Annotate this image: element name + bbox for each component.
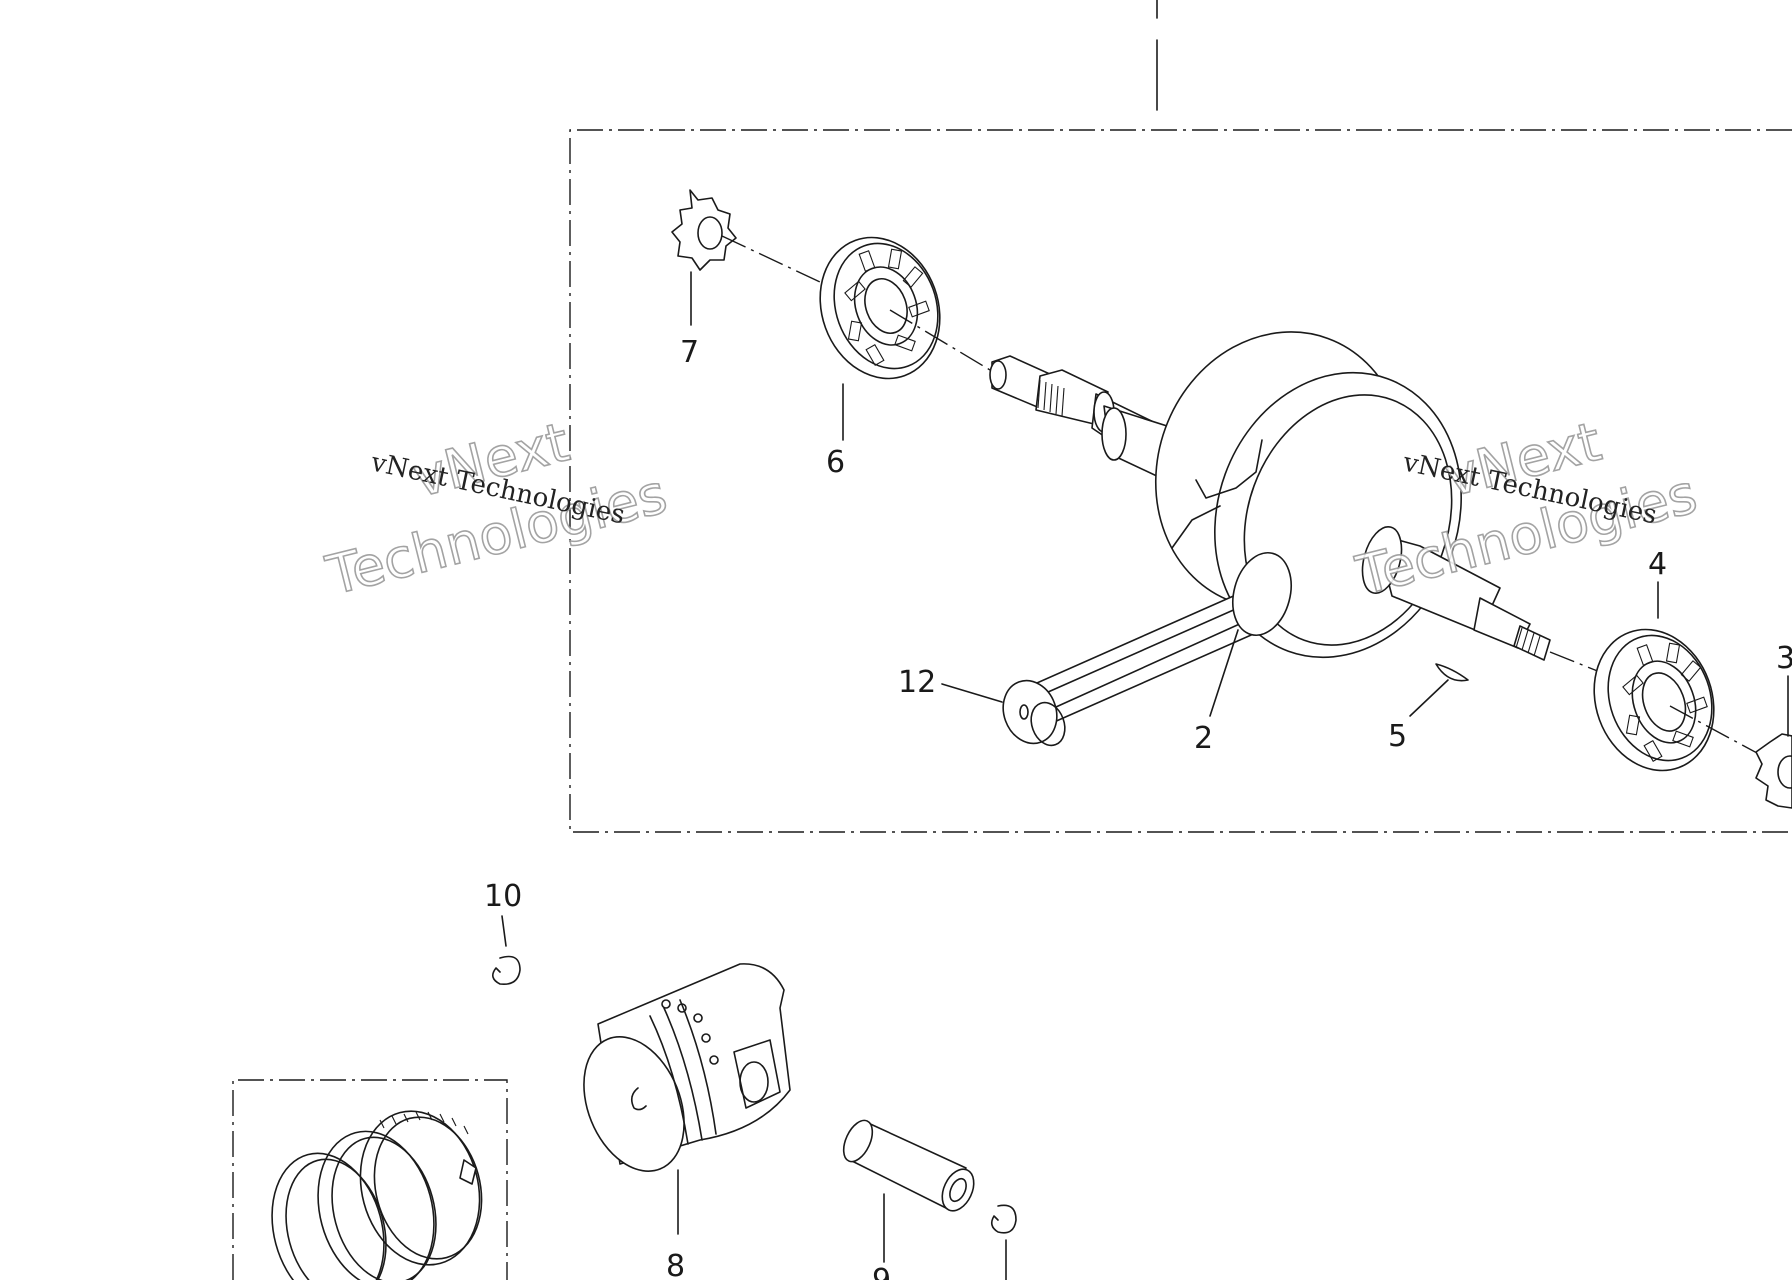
crankshaft-group-box — [569, 129, 1792, 833]
leader-10 — [501, 915, 507, 947]
crankshaft — [989, 331, 1551, 747]
callout-4: 4 — [1648, 547, 1667, 582]
callout-9: 9 — [872, 1263, 891, 1280]
callout-8: 8 — [666, 1249, 685, 1280]
piston-rings — [271, 1110, 483, 1280]
callout-3: 3 — [1776, 641, 1792, 676]
axis-line-left — [721, 235, 821, 283]
callout-12: 12 — [898, 665, 936, 700]
leader-2 — [1209, 629, 1239, 717]
callout-7: 7 — [680, 335, 699, 370]
circlip-upper — [492, 955, 521, 986]
leader-5 — [1409, 679, 1449, 717]
leader-12 — [941, 683, 1003, 703]
bearing-left — [819, 236, 941, 380]
callout-10: 10 — [484, 879, 522, 914]
axis-line-left-2 — [889, 309, 991, 371]
axis-line-right-2 — [1669, 705, 1771, 761]
callout-5: 5 — [1388, 719, 1407, 754]
circlip-lower — [990, 1204, 1017, 1234]
piston-ring-group-box — [232, 1079, 508, 1280]
bearing-right — [1593, 628, 1715, 772]
callout-6: 6 — [826, 445, 845, 480]
sprocket-gear-right — [1755, 733, 1792, 809]
woodruff-key — [1435, 663, 1469, 682]
sprocket-gear-left — [671, 189, 737, 271]
callout-2: 2 — [1194, 721, 1213, 756]
piston-pin — [842, 1119, 975, 1212]
piston — [583, 963, 791, 1172]
watermark-left: vNext Technologies vNext Technologies — [319, 410, 673, 609]
axis-line-right — [1549, 651, 1601, 673]
